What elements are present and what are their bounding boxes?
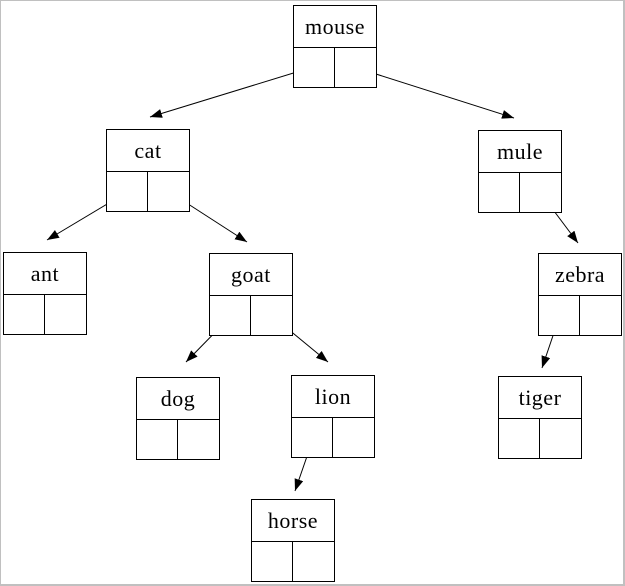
right-pointer-cell [335,48,376,87]
tree-node-zebra: zebra [538,253,622,336]
node-label: horse [252,500,334,542]
left-pointer-cell [539,296,580,335]
edge-mouse-right-to-mule [353,66,515,119]
pointer-cells [499,419,581,458]
node-label: zebra [539,254,621,296]
right-pointer-cell [520,173,561,212]
left-pointer-cell [107,172,148,211]
pointer-cells [294,48,376,87]
tree-node-ant: ant [3,252,87,335]
right-pointer-cell [293,542,334,581]
right-pointer-cell [45,295,86,334]
right-pointer-cell [540,419,581,458]
node-label: goat [210,254,292,296]
node-label: mule [479,131,561,173]
right-pointer-cell [251,296,292,335]
right-pointer-cell [178,420,219,459]
left-pointer-cell [4,295,45,334]
pointer-cells [4,295,86,334]
node-label: lion [292,376,374,418]
tree-node-cat: cat [106,129,190,212]
pointer-cells [292,418,374,457]
node-label: dog [137,378,219,420]
pointer-cells [107,172,189,211]
pointer-cells [210,296,292,335]
left-pointer-cell [137,420,178,459]
left-pointer-cell [252,542,293,581]
node-label: ant [4,253,86,295]
right-pointer-cell [148,172,189,211]
right-pointer-cell [333,418,374,457]
node-label: mouse [294,6,376,48]
left-pointer-cell [210,296,251,335]
pointer-cells [539,296,621,335]
left-pointer-cell [294,48,335,87]
tree-node-mule: mule [478,130,562,213]
left-pointer-cell [292,418,333,457]
left-pointer-cell [499,419,540,458]
tree-node-lion: lion [291,375,375,458]
pointer-cells [479,173,561,212]
tree-node-dog: dog [136,377,220,460]
pointer-cells [137,420,219,459]
tree-node-tiger: tiger [498,376,582,459]
right-pointer-cell [580,296,621,335]
tree-node-mouse: mouse [293,5,377,88]
tree-node-goat: goat [209,253,293,336]
edge-mouse-left-to-cat [149,66,314,118]
node-label: cat [107,130,189,172]
tree-node-horse: horse [251,499,335,582]
left-pointer-cell [479,173,520,212]
node-label: tiger [499,377,581,419]
pointer-cells [252,542,334,581]
